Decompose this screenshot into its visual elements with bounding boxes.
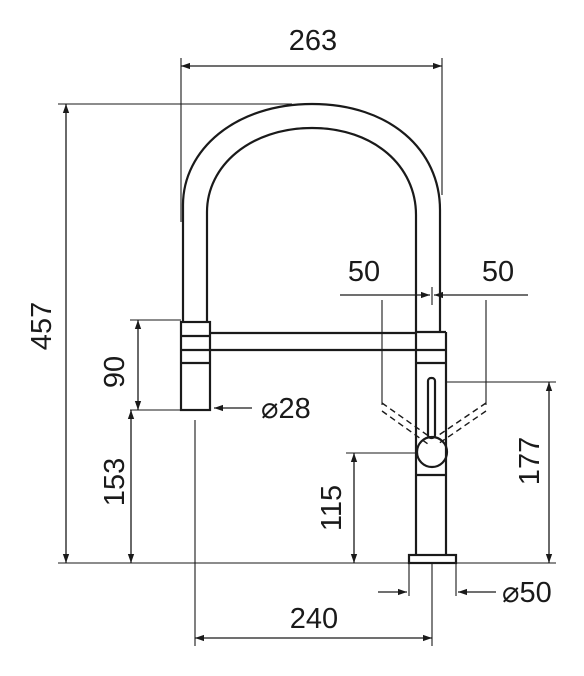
faucet-outline xyxy=(179,102,458,565)
label-base-diameter: ⌀50 xyxy=(502,577,552,609)
dimension-offsets: 50 50 xyxy=(340,256,528,405)
label-reach: 240 xyxy=(290,603,338,635)
dimension-lever-top-height: 177 xyxy=(446,381,556,564)
dimension-reach: 240 xyxy=(194,420,433,646)
label-right-offset: 50 xyxy=(482,256,514,288)
dimension-base-diameter: ⌀50 xyxy=(378,563,552,609)
hose-arch-outer xyxy=(181,102,442,332)
lever-knob xyxy=(415,435,449,469)
label-width-top: 263 xyxy=(289,25,337,57)
dimension-height-total: 457 xyxy=(26,103,409,564)
dimension-spray-head-height: 153 xyxy=(99,410,135,563)
dimension-lever-height: 115 xyxy=(316,452,416,563)
dimension-spray-diameter: ⌀28 xyxy=(214,393,311,425)
label-spray-diameter: ⌀28 xyxy=(261,393,311,425)
label-lever-height: 115 xyxy=(316,485,348,531)
spray-head xyxy=(179,320,212,412)
lever-swing-range xyxy=(381,402,487,445)
lever-handle xyxy=(426,376,437,440)
label-spray-head-height: 153 xyxy=(99,458,131,506)
dimension-spray-head-length: 90 xyxy=(99,319,181,411)
faucet-base xyxy=(407,553,458,565)
label-spray-head-length: 90 xyxy=(99,356,131,388)
label-left-offset: 50 xyxy=(348,256,380,288)
dimension-width-top: 263 xyxy=(180,25,443,222)
label-lever-top-height: 177 xyxy=(514,437,546,485)
label-height-total: 457 xyxy=(26,302,58,350)
hose-arch-inner xyxy=(205,126,418,332)
